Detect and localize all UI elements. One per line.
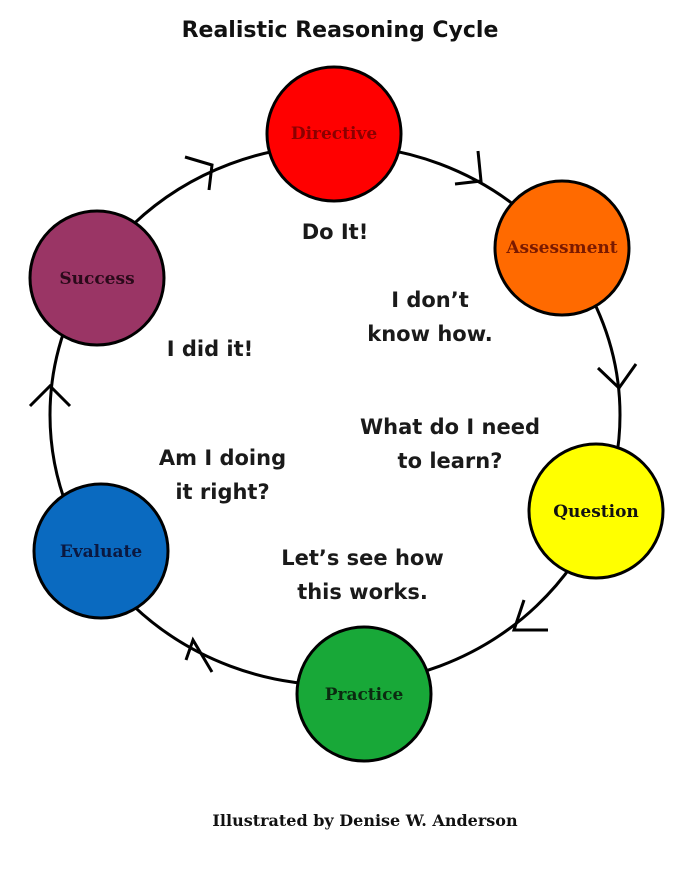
- node-practice-circle: [295, 625, 433, 763]
- phrase-need-learn: What do I need to learn?: [345, 410, 555, 478]
- phrase-do-it-line: Do It!: [301, 220, 369, 244]
- node-evaluate-label: Evaluate: [60, 542, 143, 562]
- node-directive: Directive: [265, 65, 403, 203]
- arrow-question-to-practice: [511, 599, 548, 632]
- node-directive-circle: [265, 65, 403, 203]
- phrase-see-how-line-2: this works.: [297, 580, 428, 604]
- diagram-title: Realistic Reasoning Cycle: [181, 18, 499, 43]
- node-evaluate: Evaluate: [32, 482, 170, 620]
- phrase-doing-right-line-1: Am I doing: [158, 446, 287, 470]
- phrase-doing-right-line-2: it right?: [175, 480, 270, 504]
- node-directive-label: Directive: [291, 124, 378, 144]
- arrow-assessment-to-question: [596, 363, 638, 391]
- phrase-dont-know-line-1: I don’t: [391, 288, 469, 312]
- phrase-need-learn-line-1: What do I need: [360, 415, 540, 439]
- phrase-did-it-line: I did it!: [166, 337, 254, 361]
- arrow-success-to-directive: [184, 155, 214, 191]
- node-assessment-label: Assessment: [505, 238, 617, 258]
- arrow-practice-to-evaluate: [184, 636, 214, 673]
- arrow-directive-to-assessment: [454, 150, 483, 186]
- phrase-dont-know: I don’t know how.: [345, 283, 515, 351]
- phrase-see-how-line-1: Let’s see how: [281, 546, 444, 570]
- phrase-dont-know-line-2: know how.: [367, 322, 493, 346]
- phrase-do-it: Do It!: [285, 215, 385, 249]
- node-question-label: Question: [553, 502, 639, 522]
- node-question-circle: [527, 442, 665, 580]
- node-success: Success: [28, 209, 166, 347]
- node-question: Question: [527, 442, 665, 580]
- arrow-evaluate-to-success: [28, 383, 72, 408]
- phrase-see-how: Let’s see how this works.: [265, 541, 460, 609]
- phrase-need-learn-line-2: to learn?: [397, 449, 503, 473]
- illustration-credit: Illustrated by Denise W. Anderson: [212, 811, 518, 830]
- node-assessment: Assessment: [493, 179, 631, 317]
- node-evaluate-circle: [32, 482, 170, 620]
- node-practice: Practice: [295, 625, 433, 763]
- phrase-did-it: I did it!: [155, 332, 265, 366]
- node-success-circle: [28, 209, 166, 347]
- node-success-label: Success: [59, 269, 134, 289]
- phrase-doing-right: Am I doing it right?: [145, 441, 300, 509]
- node-practice-label: Practice: [325, 685, 404, 705]
- node-assessment-circle: [493, 179, 631, 317]
